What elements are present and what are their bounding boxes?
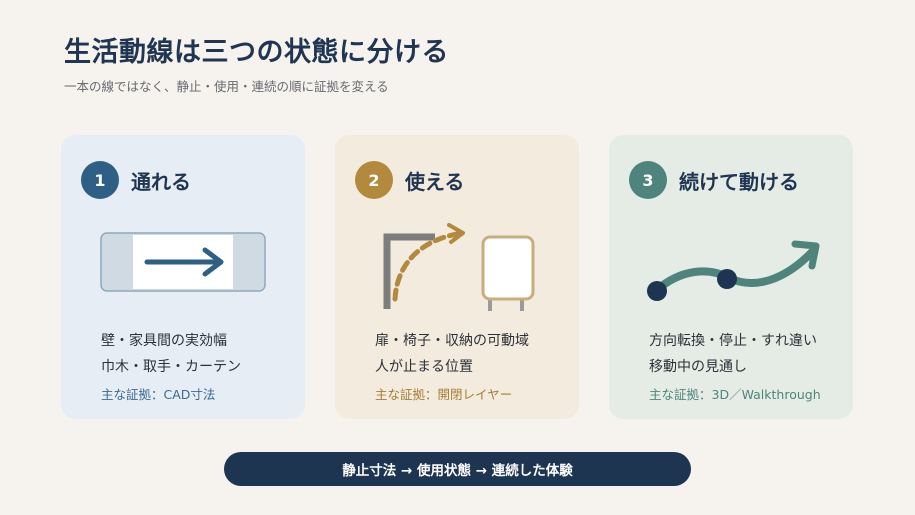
card-title: 続けて動ける xyxy=(679,170,799,194)
summary-bar: 静止寸法 → 使用状態 → 連続した体験 xyxy=(224,452,691,486)
card-evidence: 主な証拠：CAD寸法 xyxy=(101,387,216,402)
step-number-badge: 2 xyxy=(355,161,393,199)
page-title: 生活動線は三つの状態に分ける xyxy=(64,37,449,68)
card-continuous: 3 続けて動ける 方向転換・停止・すれ違い 移動中の見通し 主な証拠：3D／Wa… xyxy=(609,135,853,419)
card-passable: 1 通れる 壁・家具間の実効幅 巾木・取手・カーテン 主な証拠：CAD寸法 xyxy=(61,135,305,419)
passage-width-arrow-icon xyxy=(100,232,266,292)
card-evidence: 主な証拠：開閉レイヤー xyxy=(375,387,513,402)
movement-path-icon xyxy=(647,240,820,301)
card-usable: 2 使える 扉・椅子・収納の可動域 人が止まる位置 主な証拠：開閉レイヤー xyxy=(335,135,579,419)
card-description: 方向転換・停止・すれ違い 移動中の見通し xyxy=(649,333,817,375)
card-description: 壁・家具間の実効幅 巾木・取手・カーテン xyxy=(101,333,241,375)
card-title: 通れる xyxy=(131,170,191,194)
step-number-badge: 1 xyxy=(81,161,119,199)
card-description: 扉・椅子・収納の可動域 人が止まる位置 xyxy=(375,333,529,375)
step-number-badge: 3 xyxy=(629,161,667,199)
card-title: 使える xyxy=(405,170,465,194)
page-subtitle: 一本の線ではなく、静止・使用・連続の順に証拠を変える xyxy=(64,79,389,94)
card-evidence: 主な証拠：3D／Walkthrough xyxy=(649,387,821,402)
door-swing-icon xyxy=(383,223,535,311)
